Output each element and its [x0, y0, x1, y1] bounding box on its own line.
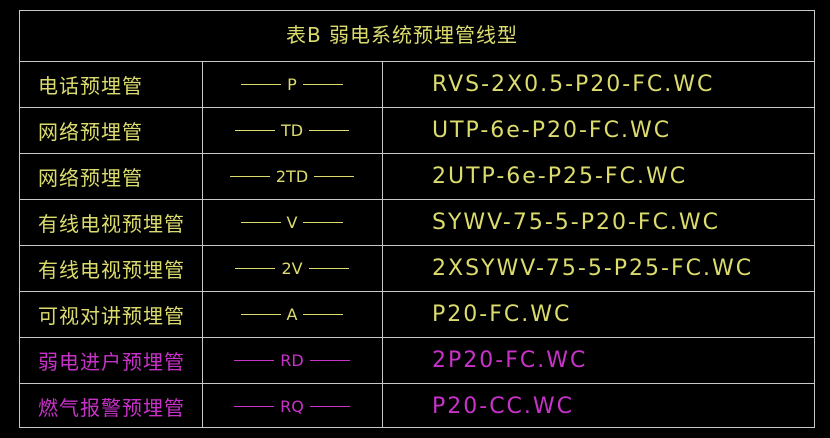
pipe-name: 可视对讲预埋管 — [38, 303, 185, 328]
table-row: 燃气报警预埋管 RQ P20-CC.WC — [20, 383, 814, 429]
pipe-symbol: RD — [202, 337, 382, 383]
table-title: 表B 弱电系统预埋管线型 — [20, 11, 814, 62]
symbol-code: 2V — [281, 258, 303, 278]
pipe-symbol: 2TD — [202, 153, 382, 199]
symbol-line-left — [234, 359, 275, 361]
symbol-line-right — [302, 83, 343, 85]
table-title-text: 表B 弱电系统预埋管线型 — [285, 23, 519, 47]
pipe-spec: P20-CC.WC — [432, 393, 575, 419]
pipe-name: 网络预埋管 — [38, 119, 143, 144]
symbol-code: V — [286, 212, 298, 232]
symbol-line-right — [309, 129, 350, 131]
pipe-table: 表B 弱电系统预埋管线型 电话预埋管 P RVS-2X0.5-P20-FC.WC 网络… — [19, 10, 815, 428]
pipe-spec: UTP-6e-P20-FC.WC — [432, 117, 672, 143]
symbol-line-left — [229, 175, 270, 177]
symbol-line-right — [308, 267, 349, 269]
pipe-spec: RVS-2X0.5-P20-FC.WC — [432, 71, 715, 97]
symbol-line-left — [235, 267, 276, 269]
table-row: 网络预埋管 TD UTP-6e-P20-FC.WC — [20, 107, 814, 154]
symbol-code: A — [286, 304, 298, 324]
symbol-code: P — [287, 74, 297, 94]
pipe-name: 网络预埋管 — [38, 165, 143, 190]
pipe-spec: 2XSYWV-75-5-P25-FC.WC — [432, 255, 754, 281]
symbol-line-left — [240, 313, 281, 315]
symbol-code: RQ — [280, 396, 304, 416]
pipe-spec: 2P20-FC.WC — [432, 347, 588, 373]
table-row: 网络预埋管 2TD 2UTP-6e-P25-FC.WC — [20, 153, 814, 200]
symbol-line-left — [240, 221, 281, 223]
symbol-line-left — [234, 129, 275, 131]
table-row: 有线电视预埋管 V SYWV-75-5-P20-FC.WC — [20, 199, 814, 246]
pipe-name: 有线电视预埋管 — [38, 211, 185, 236]
table-row: 可视对讲预埋管 A P20-FC.WC — [20, 291, 814, 338]
symbol-code: 2TD — [275, 166, 309, 186]
table-row: 电话预埋管 P RVS-2X0.5-P20-FC.WC — [20, 61, 814, 108]
symbol-line-left — [234, 405, 275, 407]
pipe-symbol: RQ — [202, 383, 382, 429]
pipe-name: 有线电视预埋管 — [38, 257, 185, 282]
pipe-name: 弱电进户预埋管 — [38, 349, 185, 374]
symbol-line-right — [303, 313, 344, 315]
pipe-spec: SYWV-75-5-P20-FC.WC — [432, 209, 721, 235]
pipe-symbol: P — [202, 61, 382, 107]
symbol-line-left — [241, 83, 282, 85]
symbol-line-right — [309, 405, 350, 407]
symbol-line-right — [314, 175, 355, 177]
pipe-name: 电话预埋管 — [38, 73, 143, 98]
column-divider — [202, 61, 203, 427]
pipe-symbol: 2V — [202, 245, 382, 291]
pipe-symbol: A — [202, 291, 382, 337]
pipe-spec: 2UTP-6e-P25-FC.WC — [432, 163, 688, 189]
symbol-line-right — [303, 221, 344, 223]
pipe-spec: P20-FC.WC — [432, 301, 572, 327]
pipe-symbol: V — [202, 199, 382, 245]
symbol-code: RD — [280, 350, 304, 370]
symbol-line-right — [309, 359, 350, 361]
pipe-symbol: TD — [202, 107, 382, 153]
table-row: 有线电视预埋管 2V 2XSYWV-75-5-P25-FC.WC — [20, 245, 814, 292]
column-divider — [382, 61, 383, 427]
table-row: 弱电进户预埋管 RD 2P20-FC.WC — [20, 337, 814, 384]
pipe-name: 燃气报警预埋管 — [38, 395, 185, 420]
symbol-code: TD — [280, 120, 304, 140]
